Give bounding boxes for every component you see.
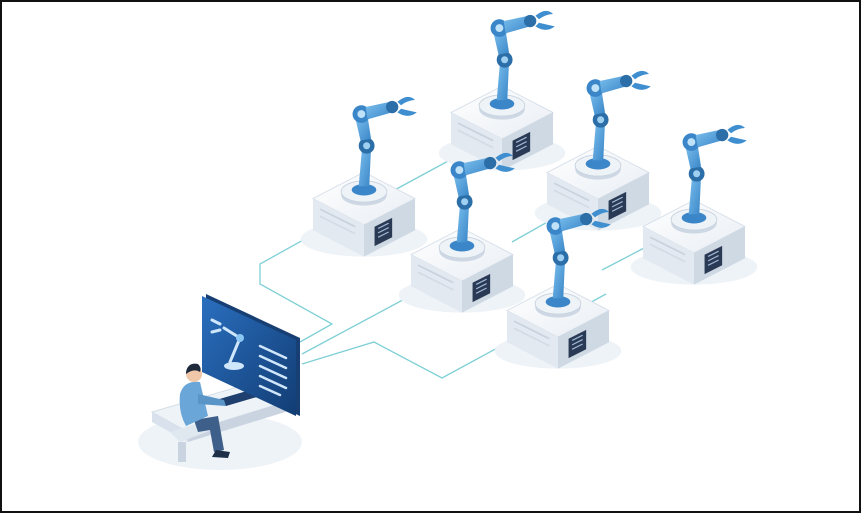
robot-arm-icon bbox=[437, 9, 567, 172]
operator-workstation bbox=[138, 294, 302, 470]
monitor-robot-icon bbox=[202, 294, 300, 416]
robot-arm-icon bbox=[299, 95, 429, 258]
operator-icon bbox=[179, 363, 230, 458]
